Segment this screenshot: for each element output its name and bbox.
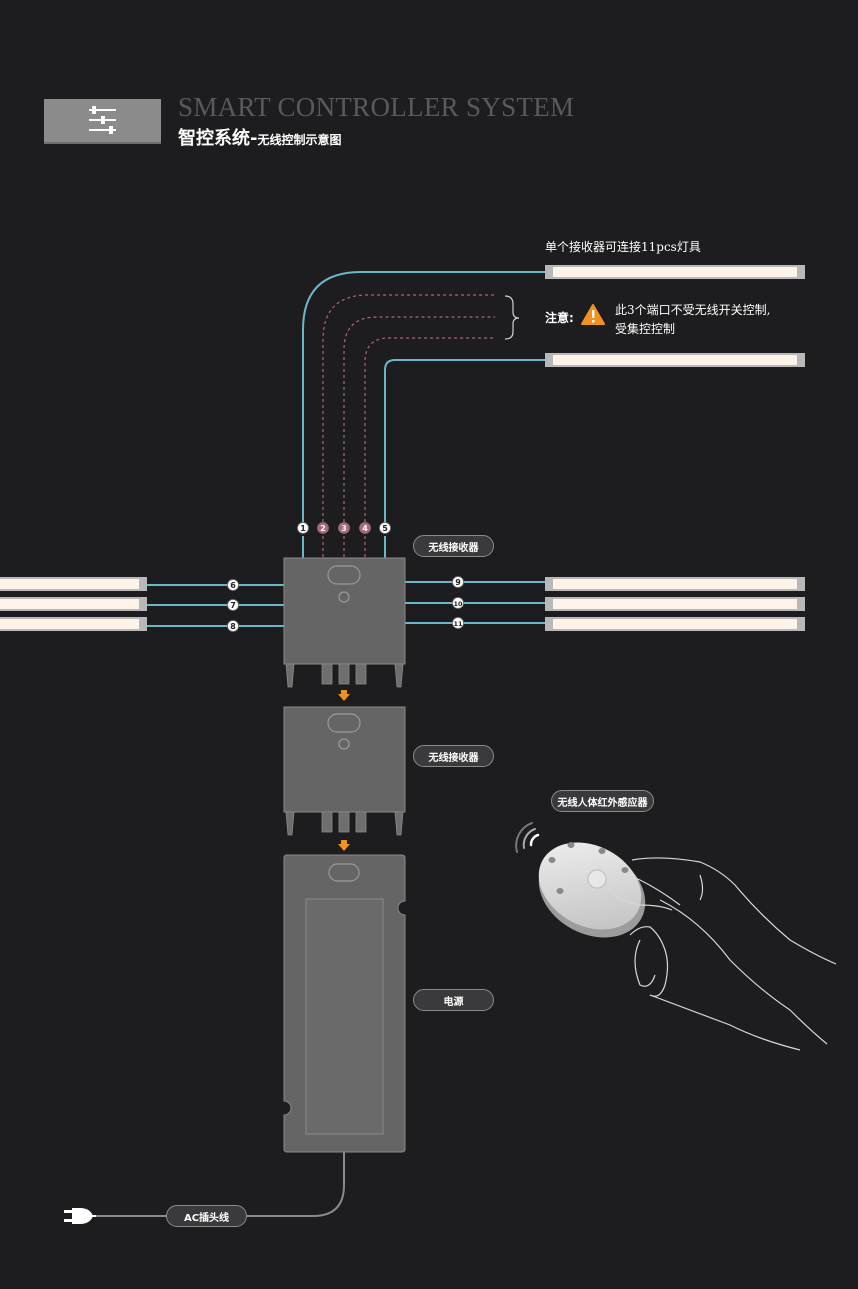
port-marker-9: 9 bbox=[452, 576, 464, 588]
port-number: 11 bbox=[453, 620, 463, 628]
title-cn-sub: 无线控制示意图 bbox=[257, 133, 342, 147]
attention-text: 此3个端口不受无线开关控制, 受集控控制 bbox=[615, 301, 770, 339]
light-strip-right-11 bbox=[545, 617, 805, 631]
title-en: SMART CONTROLLER SYSTEM bbox=[178, 92, 575, 122]
arrow-down-icon bbox=[338, 690, 350, 701]
port-marker-6: 6 bbox=[227, 579, 239, 591]
receiver-2 bbox=[283, 706, 406, 836]
plug-icon bbox=[64, 1208, 96, 1224]
wire-port-5 bbox=[384, 359, 547, 528]
port-number: 2 bbox=[320, 524, 326, 533]
attention-label: 注意: bbox=[545, 311, 574, 325]
pir-sensor bbox=[538, 842, 646, 938]
title-cn-main: 智控系统- bbox=[178, 128, 258, 149]
port-number: 6 bbox=[230, 581, 236, 590]
port-number: 7 bbox=[230, 601, 236, 610]
port-number: 4 bbox=[362, 524, 368, 533]
warning-triangle-icon bbox=[581, 304, 605, 325]
wire-port-3 bbox=[343, 316, 495, 528]
light-strip-right-9 bbox=[545, 577, 805, 591]
receiver-1-label: 无线接收器 bbox=[413, 535, 494, 557]
port-marker-2: 2 bbox=[317, 522, 329, 534]
ac-plug-label: AC插头线 bbox=[166, 1205, 247, 1227]
sliders-icon bbox=[89, 106, 116, 134]
port-number: 10 bbox=[453, 600, 463, 608]
hand-outline bbox=[609, 857, 837, 1051]
title-cn: 智控系统-无线控制示意图 bbox=[178, 124, 342, 150]
attention-line-1: 此3个端口不受无线开关控制, bbox=[615, 303, 771, 317]
port-number: 8 bbox=[230, 622, 236, 631]
capacity-note: 单个接收器可连接11pcs灯具 bbox=[545, 240, 701, 254]
attention-line-2: 受集控控制 bbox=[615, 322, 676, 336]
port-marker-4: 4 bbox=[359, 522, 371, 534]
port-number: 3 bbox=[341, 524, 347, 533]
port-marker-1: 1 bbox=[297, 522, 309, 534]
port-marker-8: 8 bbox=[227, 620, 239, 632]
port-number: 1 bbox=[300, 524, 306, 533]
ac-cable bbox=[92, 1152, 345, 1217]
header-icon-box bbox=[44, 99, 161, 144]
port-number: 9 bbox=[455, 578, 461, 587]
wire-port-2 bbox=[322, 294, 495, 528]
port-marker-10: 10 bbox=[452, 597, 464, 609]
receiver-1 bbox=[283, 557, 406, 688]
port-number: 5 bbox=[382, 524, 388, 533]
wire-port-1 bbox=[302, 271, 547, 528]
signal-waves-icon bbox=[515, 822, 540, 853]
port-marker-3: 3 bbox=[338, 522, 350, 534]
power-label: 电源 bbox=[413, 989, 494, 1011]
light-strip-top-2 bbox=[545, 353, 805, 367]
brace bbox=[504, 295, 520, 340]
port-marker-7: 7 bbox=[227, 599, 239, 611]
light-strip-left-7 bbox=[0, 597, 147, 611]
light-strip-top-1 bbox=[545, 265, 805, 279]
port-marker-5: 5 bbox=[379, 522, 391, 534]
arrow-down-icon bbox=[338, 840, 350, 851]
wire-port-4 bbox=[364, 337, 495, 528]
light-strip-right-10 bbox=[545, 597, 805, 611]
light-strip-left-8 bbox=[0, 617, 147, 631]
port-marker-11: 11 bbox=[452, 617, 464, 629]
light-strip-left-6 bbox=[0, 577, 147, 591]
receiver-2-label: 无线接收器 bbox=[413, 745, 494, 767]
port-circles: 1 2 3 4 5 6 7 8 9 10 11 bbox=[227, 522, 464, 632]
sensor-label: 无线人体红外感应器 bbox=[551, 790, 654, 812]
power-supply bbox=[283, 854, 406, 1153]
